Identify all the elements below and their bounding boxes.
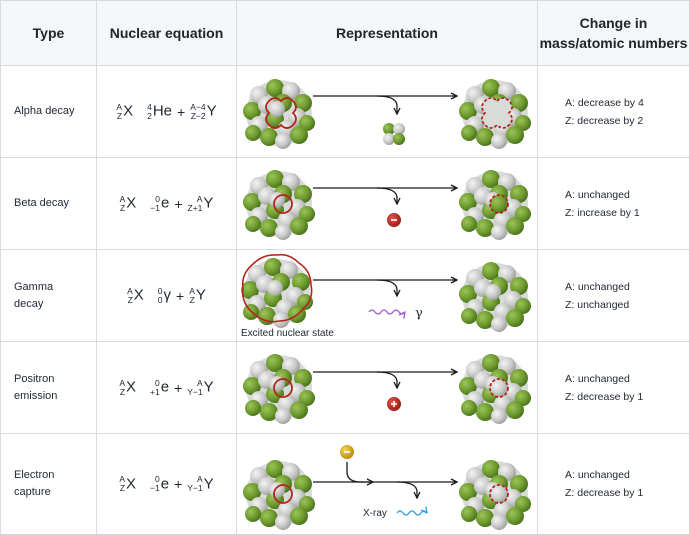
electron-particle (387, 213, 401, 227)
emission-arrow (376, 187, 397, 204)
proton-highlight (273, 378, 293, 398)
type-positron: Positron emission (0, 341, 97, 434)
header-row: Type Nuclear equation Representation Cha… (0, 0, 689, 66)
representation-capture: X-ray (236, 433, 538, 535)
header-change: Change in mass/atomic numbers (537, 0, 689, 66)
emission-arrow (376, 279, 397, 296)
neutron-highlight (273, 194, 293, 214)
change-atomic: Z: decrease by 1 (565, 390, 644, 403)
header-representation: Representation (236, 0, 538, 66)
emission-arrow (376, 95, 397, 114)
electron-particle (340, 445, 354, 459)
change-mass: A: unchanged (565, 469, 630, 481)
capture-arrow (346, 462, 373, 482)
type-alpha: Alpha decay (0, 65, 97, 158)
excited-caption: Excited nuclear state (241, 328, 334, 339)
header-change-line2: mass/atomic numbers (539, 35, 688, 51)
daughter-nucleus (459, 170, 531, 240)
change-atomic: Z: decrease by 2 (565, 114, 644, 127)
change-alpha: A: decrease by 4 Z: decrease by 2 (537, 65, 689, 158)
alpha-particle (383, 123, 405, 145)
xray-label: X-ray (363, 508, 387, 519)
parent-nucleus (243, 460, 315, 530)
change-mass: A: unchanged (565, 372, 630, 385)
change-beta: A: unchanged Z: increase by 1 (537, 157, 689, 250)
change-positron: A: unchanged Z: decrease by 1 (537, 341, 689, 434)
representation-beta (236, 157, 538, 250)
change-mass: A: decrease by 4 (565, 96, 644, 109)
change-gamma: A: unchanged Z: unchanged (537, 249, 689, 342)
proton-highlight (273, 484, 293, 504)
neutron-highlight (489, 378, 509, 398)
representation-positron (236, 341, 538, 434)
representation-gamma: Excited nuclear state γ (236, 249, 538, 342)
emission-arrow (376, 371, 397, 388)
emission-arrow (396, 481, 417, 498)
parent-symbol: X (123, 103, 134, 121)
daughter-nucleus (459, 354, 531, 424)
daughter-symbol: Y (206, 103, 217, 121)
header-change-line1: Change in (579, 15, 648, 31)
emitted-symbol: He (152, 103, 173, 121)
header-equation: Nuclear equation (96, 0, 237, 66)
type-capture: Electron capture (0, 433, 97, 535)
daughter-nucleus (459, 79, 531, 149)
representation-alpha (236, 65, 538, 158)
vacancy-outline (481, 97, 513, 129)
alpha-outline (265, 97, 297, 129)
change-atomic: Z: unchanged (565, 298, 630, 311)
header-type: Type (0, 0, 97, 66)
proton-highlight (489, 194, 509, 214)
type-beta: Beta decay (0, 157, 97, 250)
change-atomic: Z: decrease by 1 (565, 487, 644, 499)
neutron-highlight (489, 484, 509, 504)
daughter-nucleus (459, 460, 531, 530)
gamma-label: γ (415, 306, 423, 321)
parent-nucleus (243, 354, 315, 424)
ground-state-nucleus (459, 262, 531, 332)
positron-particle (387, 397, 401, 411)
change-mass: A: unchanged (565, 188, 630, 201)
type-gamma: Gamma decay (0, 249, 97, 342)
excited-nucleus (241, 253, 313, 328)
xray-wave (396, 511, 427, 516)
parent-nucleus (243, 170, 315, 240)
parent-nucleus (243, 79, 315, 149)
change-mass: A: unchanged (565, 280, 630, 293)
excited-outline (241, 253, 313, 323)
change-capture: A: unchanged Z: decrease by 1 (537, 433, 689, 535)
gamma-wave (368, 309, 405, 314)
change-atomic: Z: increase by 1 (565, 206, 640, 219)
